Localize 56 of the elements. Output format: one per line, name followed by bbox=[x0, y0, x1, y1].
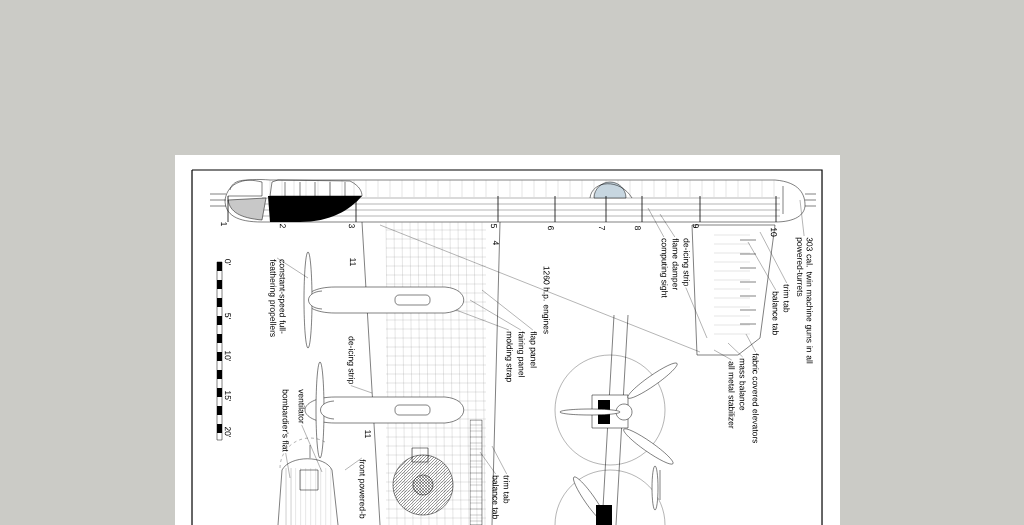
leader-line bbox=[727, 342, 743, 358]
leader-line bbox=[285, 452, 291, 479]
leader-line bbox=[469, 299, 521, 331]
leader-line bbox=[481, 289, 533, 331]
callout-text: computing sight bbox=[659, 238, 668, 298]
leader-line bbox=[745, 333, 756, 353]
callout-text: trim tab bbox=[783, 284, 790, 313]
leader-line bbox=[759, 231, 787, 284]
callout-text: fairing panel bbox=[516, 331, 525, 377]
leader-line bbox=[276, 257, 309, 279]
callout-text: de-icing strip bbox=[681, 238, 690, 286]
callout-text: trim tab bbox=[503, 475, 510, 504]
station-number: 9 bbox=[692, 224, 699, 228]
leader-line bbox=[301, 424, 323, 473]
callout-text: constant-speed full-feathering propellers bbox=[268, 259, 286, 337]
callout-text: mass balance bbox=[739, 358, 746, 411]
scale-label: 20' bbox=[224, 426, 231, 438]
station-number: 4 bbox=[492, 240, 499, 246]
leader-line bbox=[685, 287, 708, 339]
leader-line bbox=[455, 309, 509, 331]
station-number: 10 bbox=[770, 227, 777, 237]
leader-line bbox=[344, 457, 362, 471]
callout-text: balance tab bbox=[772, 291, 779, 335]
leader-line bbox=[799, 199, 805, 237]
scale-label: 10' bbox=[224, 351, 231, 362]
leader-line bbox=[491, 445, 507, 475]
station-number: 8 bbox=[634, 226, 641, 230]
leader-line bbox=[647, 207, 664, 238]
callout-text: 1260 h.p. engines bbox=[541, 266, 550, 334]
callout-text: de-icing strip bbox=[346, 336, 355, 384]
station-number: 3 bbox=[348, 223, 355, 228]
station-number: 7 bbox=[598, 226, 605, 230]
station-number: 11 bbox=[364, 430, 371, 438]
callout-text: 303 cal. twin machine guns in all powered-turrets bbox=[795, 237, 813, 364]
callout-text: bombardier's flat bbox=[282, 389, 289, 452]
station-number: 2 bbox=[279, 224, 286, 228]
callout-text: fabric covered elevators bbox=[752, 353, 759, 444]
callout-text: molding strap bbox=[504, 331, 513, 382]
callout-text: front powered-b bbox=[357, 459, 366, 519]
leader-line bbox=[659, 213, 675, 238]
callout-text: flap panel bbox=[528, 331, 537, 368]
station-number: 1 bbox=[220, 222, 227, 226]
callout-text: balance tab bbox=[492, 475, 499, 519]
scale-label: 0' bbox=[224, 259, 231, 265]
scale-label: 5' bbox=[224, 313, 231, 319]
leader-line bbox=[479, 451, 496, 475]
leader-line bbox=[747, 241, 776, 291]
station-number: 6 bbox=[547, 226, 554, 230]
leader-line bbox=[713, 349, 732, 361]
station-number: 5 bbox=[490, 224, 497, 228]
scale-label: 15' bbox=[224, 391, 231, 402]
callout-text: flame damper bbox=[670, 238, 679, 290]
leader-line bbox=[350, 385, 373, 394]
callout-text: all metal stabilizer bbox=[728, 361, 735, 429]
station-number: 11 bbox=[349, 258, 356, 266]
callout-text: ventilator bbox=[298, 389, 305, 424]
